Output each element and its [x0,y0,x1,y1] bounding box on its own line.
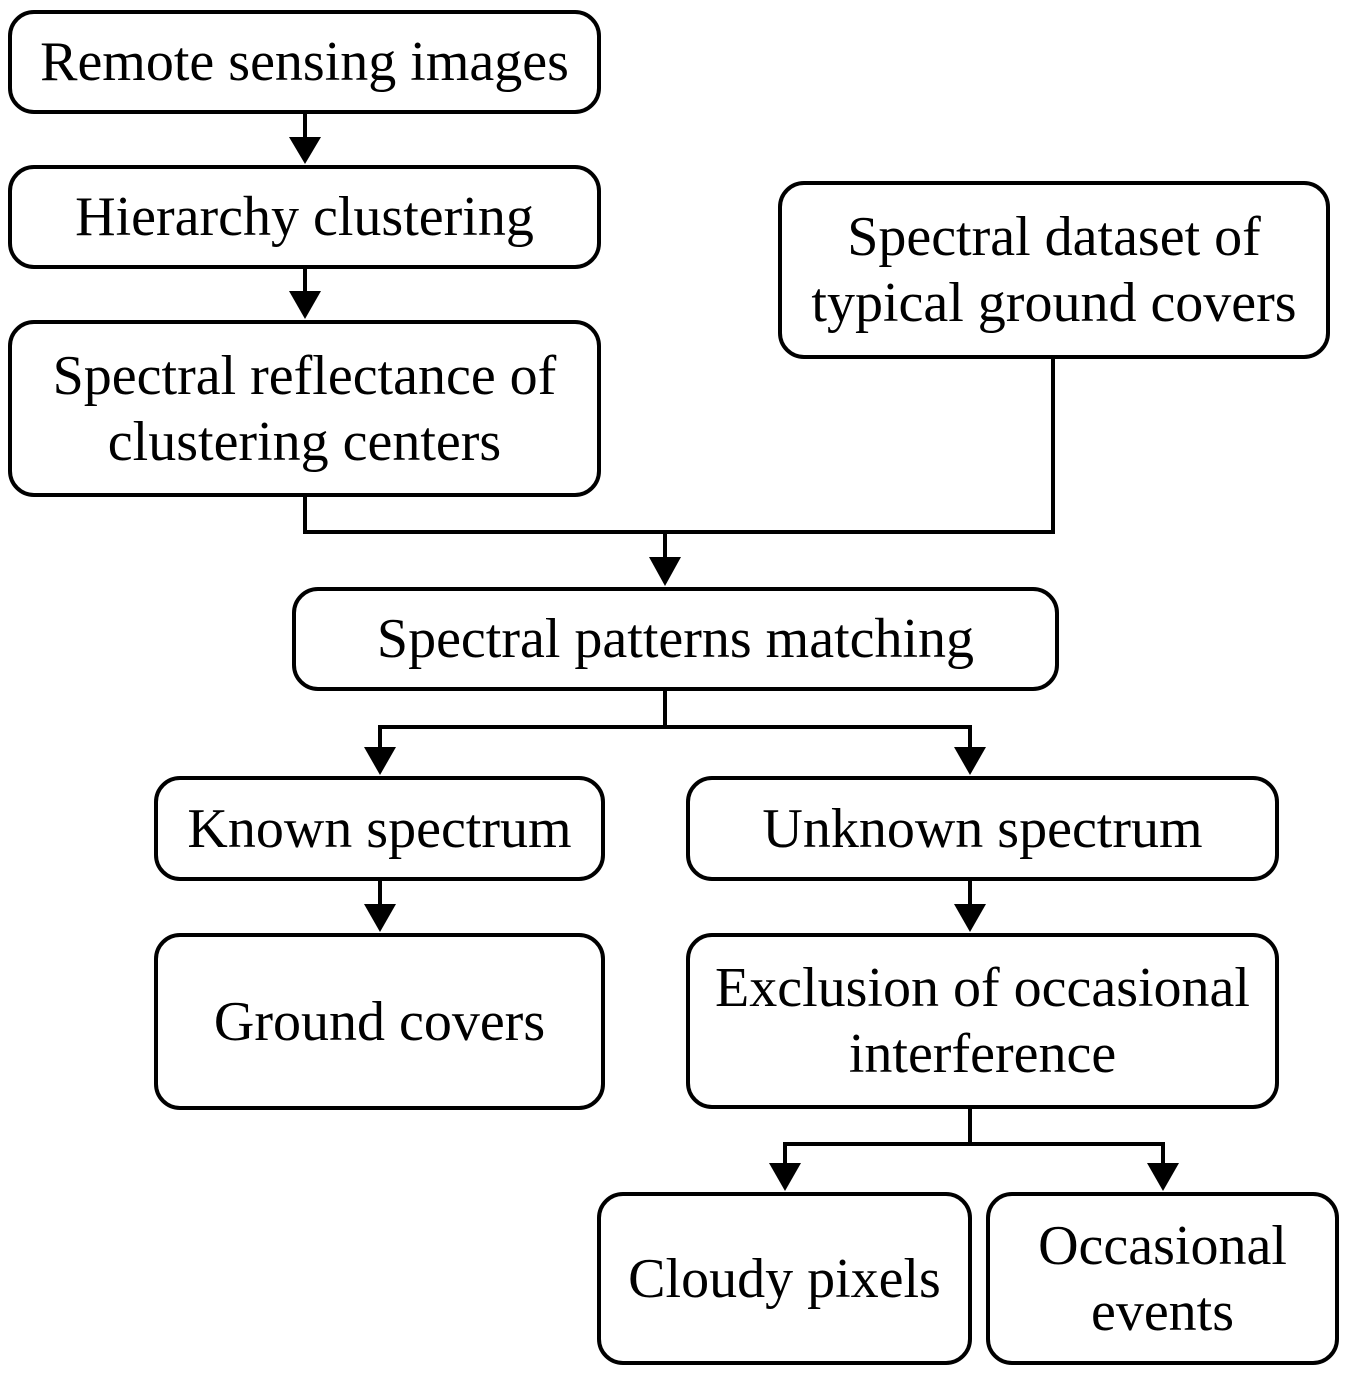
node-hierarchy-clustering: Hierarchy clustering [8,165,601,269]
node-spectral-dataset: Spectral dataset of typical ground cover… [778,181,1330,359]
node-label-line: Spectral dataset of [847,206,1261,268]
node-label-line: Exclusion of occasional [715,957,1250,1019]
edge-matching-split [378,725,972,750]
node-spectral-reflectance: Spectral reflectance of clustering cente… [8,320,601,497]
node-label-line: Known spectrum [187,797,572,860]
arrowhead-exclusion [954,904,986,932]
edge-exclusion-split [783,1142,1165,1166]
node-known-spectrum: Known spectrum [154,776,605,881]
node-label-line: Spectral patterns matching [376,608,975,670]
node-ground-covers: Ground covers [154,933,605,1110]
arrowhead-unknown [954,747,986,775]
node-label-line: Unknown spectrum [762,797,1203,860]
node-label-line: Occasional [1038,1214,1287,1277]
node-label-line: interference [848,1023,1117,1085]
arrowhead-occasional [1147,1163,1179,1191]
node-occasional-events: Occasional events [986,1192,1339,1365]
arrowhead-known [364,747,396,775]
node-spectral-patterns-matching: Spectral patterns matching [292,587,1059,691]
node-label-line: Spectral reflectance of [52,344,557,407]
node-label-line: Remote sensing images [40,31,569,93]
node-label-line: Ground covers [213,990,546,1053]
node-remote-sensing-images: Remote sensing images [8,10,601,114]
arrowhead-matching [649,557,681,586]
node-label-line: events [1090,1280,1235,1343]
edge-reflectance-merge [303,358,1055,534]
node-label-line: Hierarchy clustering [75,186,534,248]
arrowhead-hierarchy [289,137,321,164]
arrowhead-cloudy [769,1163,801,1191]
arrowhead-ground [364,904,396,932]
node-cloudy-pixels: Cloudy pixels [597,1192,972,1365]
arrowhead-reflectance [289,291,321,319]
node-label-line: typical ground covers [811,272,1297,334]
node-label-line: clustering centers [107,410,502,473]
node-unknown-spectrum: Unknown spectrum [686,776,1279,881]
node-label-line: Cloudy pixels [628,1247,941,1310]
node-exclusion-of-occasional-interference: Exclusion of occasional interference [686,933,1279,1109]
